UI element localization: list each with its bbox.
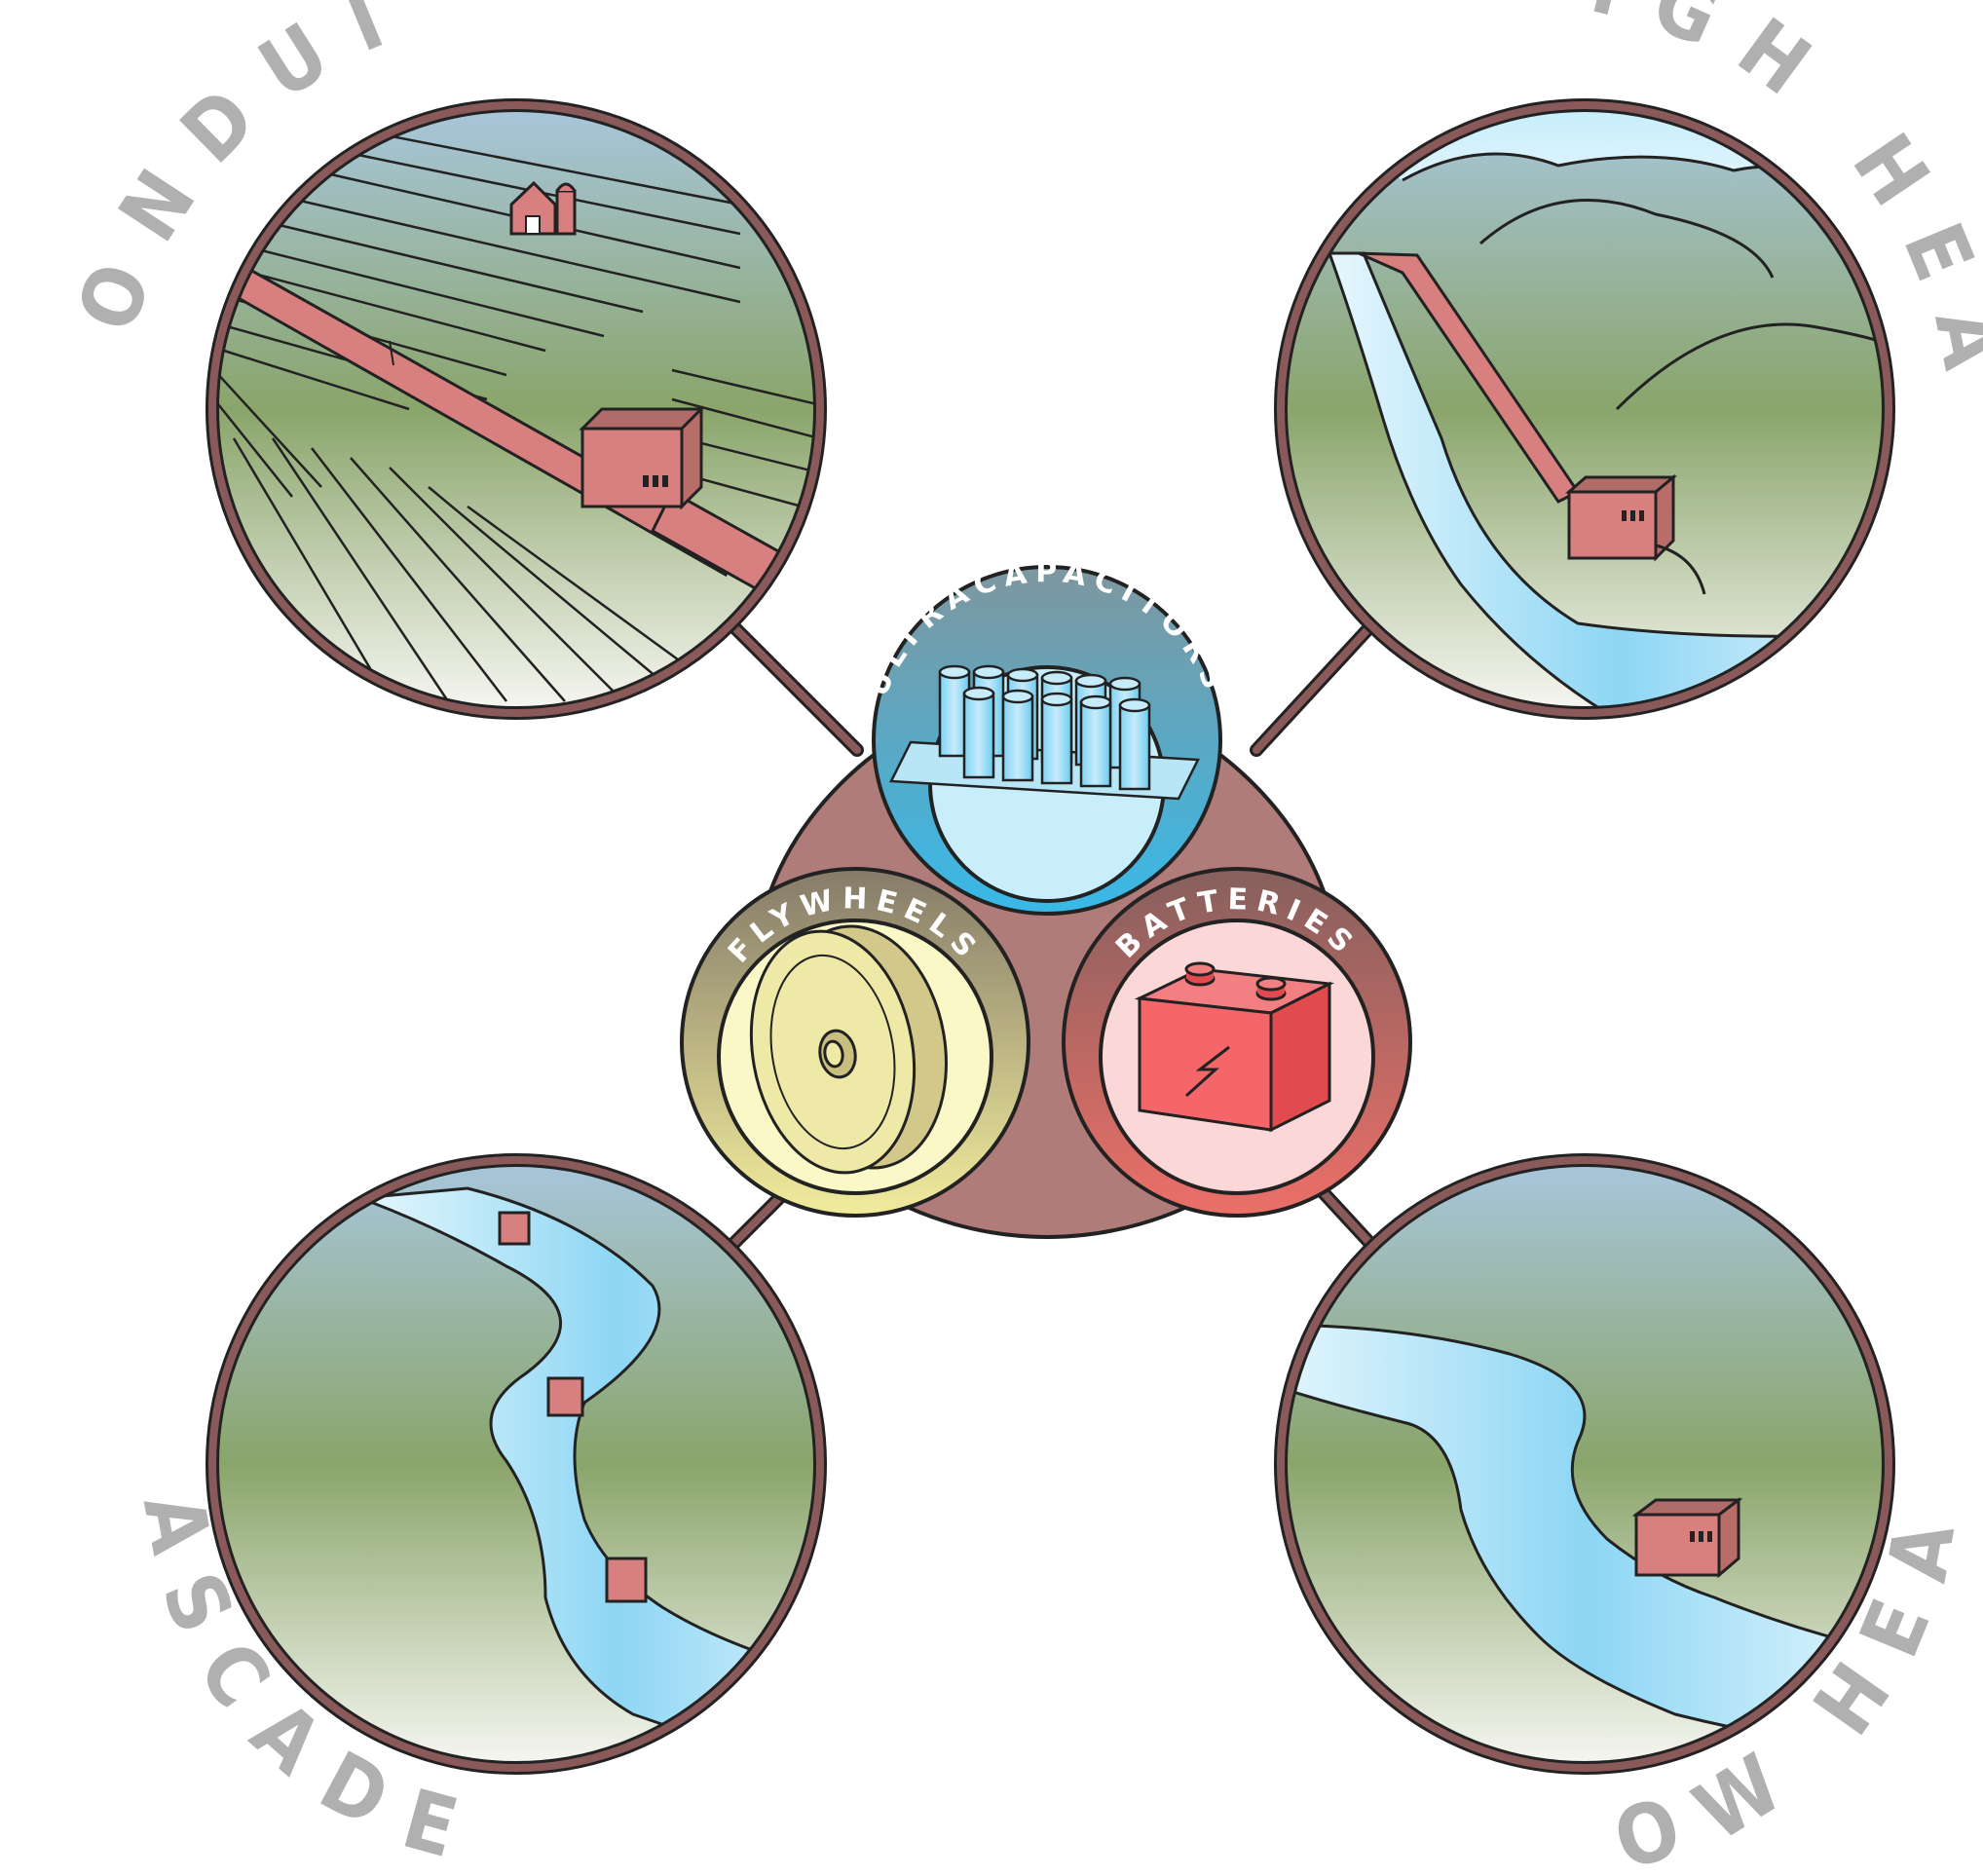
low-head-scene	[1274, 1153, 1895, 1775]
flywheel-icon	[749, 924, 948, 1175]
ultracapacitors-node: ULTRACAPACITORS	[861, 555, 1225, 916]
cascaded-scene	[206, 1153, 827, 1775]
battery-icon	[1134, 961, 1335, 1133]
ultracapacitor-icon	[889, 664, 1200, 801]
flywheels-node: FLYWHEELS	[680, 867, 1030, 1218]
batteries-node: BATTERIES	[1062, 867, 1412, 1218]
conduit-scene	[206, 98, 827, 720]
